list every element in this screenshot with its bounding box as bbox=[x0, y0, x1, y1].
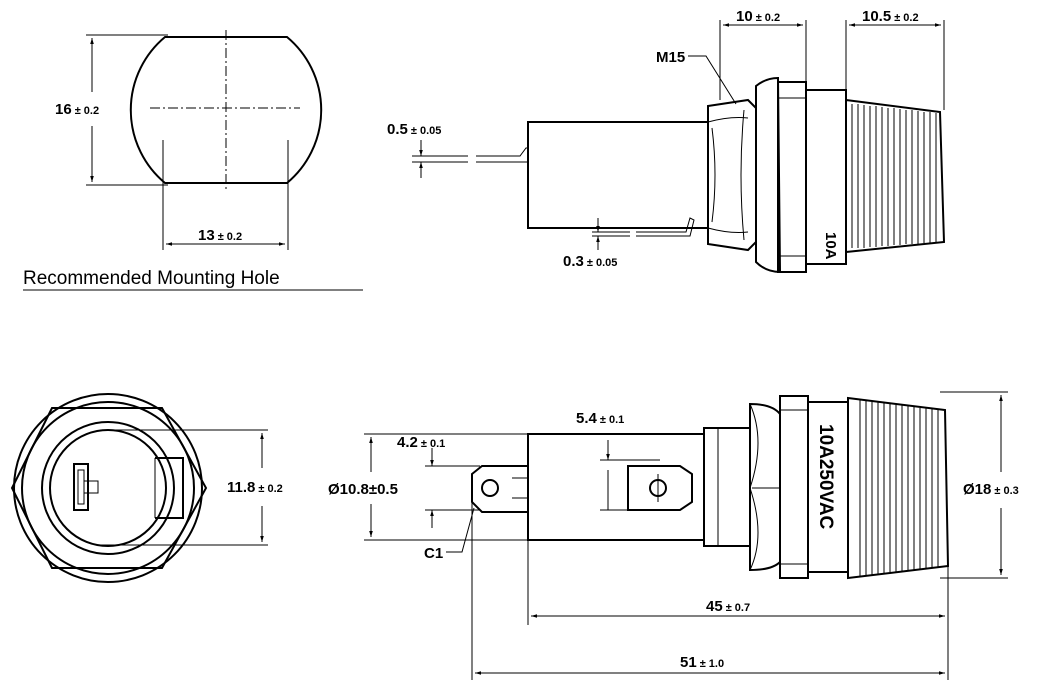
pin-thickness-label: 0.3± 0.05 bbox=[563, 253, 617, 270]
end-view: 11.8± 0.2 bbox=[10, 393, 283, 583]
side-view: 10A M15 10± 0.2 10.5± 0.2 0.5± 0.05 bbox=[387, 8, 946, 274]
side-length-10-label: 10± 0.2 bbox=[736, 8, 780, 25]
terminal-thickness-label: 0.5± 0.05 bbox=[387, 121, 441, 138]
side-cap-marking: 10A bbox=[822, 232, 839, 260]
chamfer-leader bbox=[446, 507, 475, 553]
end-view-width-label: 11.8± 0.2 bbox=[227, 479, 283, 496]
hole-width-label: 13± 0.2 bbox=[198, 227, 242, 244]
front-cap-ribs bbox=[859, 400, 939, 576]
thread-leader bbox=[688, 55, 737, 105]
end-view-blade bbox=[73, 463, 89, 511]
thread-label: M15 bbox=[656, 49, 685, 66]
mounting-hole-view: 16± 0.2 13± 0.2 Recommended Mounting Hol… bbox=[23, 30, 363, 291]
left-terminal bbox=[471, 465, 529, 513]
end-view-flat bbox=[155, 457, 184, 519]
upper-terminal bbox=[476, 147, 528, 163]
body-diameter-label: Ø10.8±0.5 bbox=[328, 481, 398, 498]
body-rect bbox=[527, 121, 709, 229]
body-length-label: 45± 0.7 bbox=[706, 598, 750, 615]
flange-curve bbox=[755, 76, 782, 274]
lower-pin bbox=[636, 217, 695, 237]
end-view-hex bbox=[10, 407, 208, 569]
front-flange bbox=[749, 402, 781, 572]
terminal-hole-spacing-label: 5.4± 0.1 bbox=[576, 410, 624, 427]
front-cap-marking: 10A250VAC bbox=[815, 424, 836, 530]
side-cap-length-label: 10.5± 0.2 bbox=[862, 8, 919, 25]
front-view: 10A250VAC Ø10.8±0.5 4.2± 0.1 5.4± 0.1 bbox=[328, 391, 1019, 680]
chamfer-label: C1 bbox=[424, 545, 443, 562]
terminal-width-label: 4.2± 0.1 bbox=[397, 434, 445, 451]
cap-ribs bbox=[851, 104, 937, 248]
mounting-hole-outline bbox=[129, 36, 323, 184]
right-terminal bbox=[627, 465, 693, 511]
front-cap bbox=[847, 396, 950, 580]
hole-height-label: 16± 0.2 bbox=[55, 101, 99, 118]
left-terminal-hole bbox=[481, 479, 499, 497]
fuse-cap bbox=[845, 98, 946, 254]
mounting-hole-caption: Recommended Mounting Hole bbox=[23, 268, 280, 289]
overall-length-label: 51± 1.0 bbox=[680, 654, 724, 671]
front-body bbox=[527, 433, 705, 541]
cap-diameter-label: Ø18± 0.3 bbox=[963, 481, 1019, 498]
